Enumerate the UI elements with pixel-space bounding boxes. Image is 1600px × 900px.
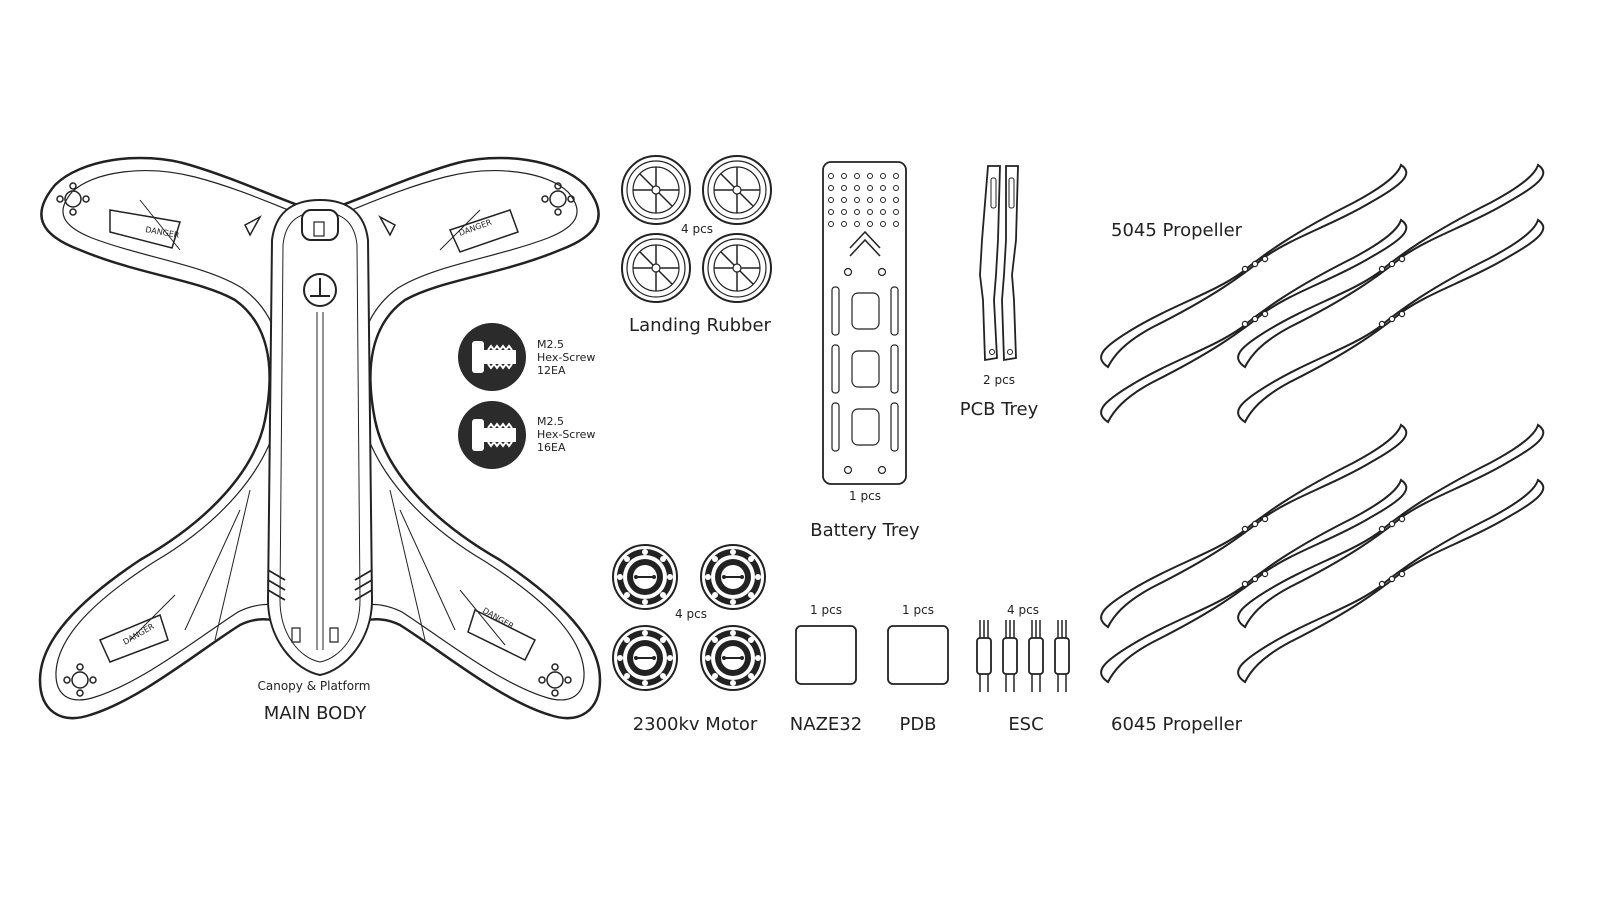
screw-size: M2.5 bbox=[537, 415, 564, 428]
propeller-6045-drawing bbox=[1100, 424, 1545, 683]
screw-label-1: M2.5 Hex-Screw 12EA bbox=[537, 338, 595, 377]
pdb-board bbox=[887, 625, 949, 685]
battery-trey-title: Battery Trey bbox=[810, 520, 920, 541]
naze32-qty: 1 pcs bbox=[810, 603, 842, 617]
naze32-title: NAZE32 bbox=[789, 714, 863, 735]
esc-qty: 4 pcs bbox=[1007, 603, 1039, 617]
hex-screw-icon bbox=[457, 400, 527, 470]
landing-rubber-title: Landing Rubber bbox=[629, 315, 771, 336]
pcb-trey-title: PCB Trey bbox=[959, 399, 1039, 420]
esc-drawing bbox=[976, 619, 1070, 693]
propeller-6045-title: 6045 Propeller bbox=[1111, 714, 1243, 735]
screw-label-2: M2.5 Hex-Screw 16EA bbox=[537, 415, 595, 454]
propeller-5045-drawing bbox=[1100, 164, 1545, 423]
screw-qty: 16EA bbox=[537, 441, 566, 454]
screw-type: Hex-Screw bbox=[537, 428, 596, 441]
propeller-5045-title: 5045 Propeller bbox=[1111, 220, 1243, 241]
battery-trey-qty: 1 pcs bbox=[849, 489, 881, 503]
screw-qty: 12EA bbox=[537, 364, 566, 377]
main-body-drawing bbox=[38, 156, 602, 720]
pcb-trey-qty: 2 pcs bbox=[983, 373, 1015, 387]
motor-qty: 4 pcs bbox=[675, 607, 707, 621]
screw-type: Hex-Screw bbox=[537, 351, 596, 364]
hex-screw-icon bbox=[457, 322, 527, 392]
main-body-title: MAIN BODY bbox=[263, 703, 367, 724]
pcb-trey-drawing bbox=[979, 165, 1019, 362]
naze32-board bbox=[795, 625, 857, 685]
screw-size: M2.5 bbox=[537, 338, 564, 351]
esc-title: ESC bbox=[1008, 714, 1044, 735]
landing-rubber-qty: 4 pcs bbox=[681, 222, 713, 236]
pdb-qty: 1 pcs bbox=[902, 603, 934, 617]
main-body-caption: Canopy & Platform bbox=[257, 679, 371, 693]
motor-title: 2300kv Motor bbox=[632, 714, 758, 735]
pdb-title: PDB bbox=[899, 714, 937, 735]
battery-trey-drawing bbox=[822, 161, 907, 485]
